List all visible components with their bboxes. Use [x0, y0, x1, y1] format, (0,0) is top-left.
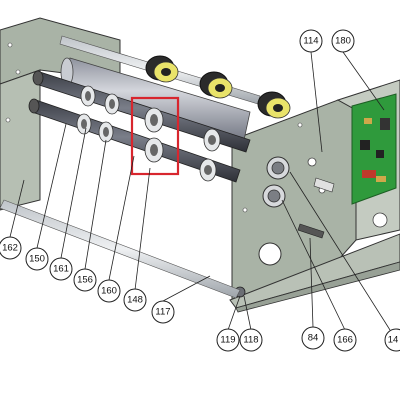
callouts: 114 180 162 150 161 156 160 148 [0, 29, 400, 352]
svg-text:84: 84 [308, 333, 319, 344]
callout-118: 118 [239, 328, 263, 352]
svg-text:114: 114 [303, 36, 318, 47]
callout-156: 156 [73, 268, 97, 292]
callout-119: 119 [216, 328, 240, 352]
svg-text:148: 148 [127, 295, 143, 306]
svg-text:161: 161 [53, 264, 69, 275]
leader-lines [9, 51, 391, 331]
svg-text:180: 180 [335, 36, 351, 47]
bearings [76, 85, 221, 182]
svg-text:118: 118 [243, 335, 258, 346]
callout-150: 150 [25, 247, 49, 271]
shaft-parts [297, 177, 335, 239]
svg-text:156: 156 [77, 275, 93, 286]
gear-1 [145, 55, 179, 83]
svg-text:119: 119 [220, 335, 235, 346]
callout-162: 162 [0, 236, 22, 260]
callout-161: 161 [49, 257, 73, 281]
svg-text:166: 166 [337, 335, 353, 346]
svg-text:14: 14 [388, 335, 399, 346]
gear-2 [199, 71, 233, 99]
callout-166: 166 [333, 328, 357, 352]
callout-180: 180 [331, 29, 355, 53]
bearing-housings [262, 156, 290, 208]
callout-114: 114 [299, 29, 323, 53]
callout-148: 148 [123, 288, 147, 312]
callout-160: 160 [97, 279, 121, 303]
callout-117: 117 [151, 300, 175, 324]
drive-gears [145, 55, 291, 119]
control-pcb [351, 93, 397, 205]
svg-text:150: 150 [29, 254, 45, 265]
highlight-box [130, 96, 180, 176]
svg-text:162: 162 [2, 243, 18, 254]
gear-3 [257, 91, 291, 119]
svg-text:117: 117 [155, 307, 170, 318]
callout-84: 84 [301, 326, 325, 350]
callout-14-partial: 14 [384, 328, 400, 352]
svg-text:160: 160 [101, 286, 117, 297]
